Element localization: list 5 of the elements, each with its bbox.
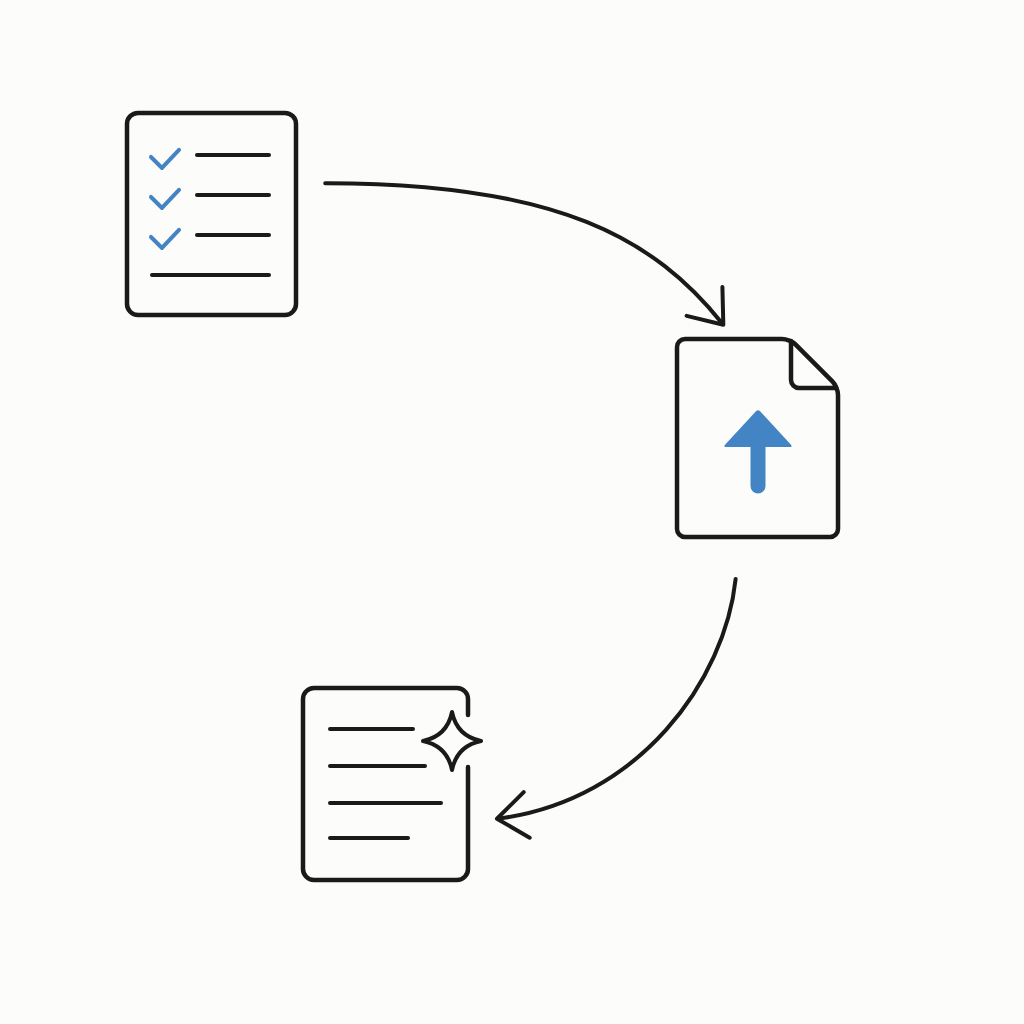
checklist-document-icon	[124, 110, 299, 318]
arrow	[494, 576, 738, 840]
arrow	[323, 181, 726, 327]
document-sparkle-icon	[300, 685, 483, 883]
file-upload-icon	[674, 336, 841, 540]
